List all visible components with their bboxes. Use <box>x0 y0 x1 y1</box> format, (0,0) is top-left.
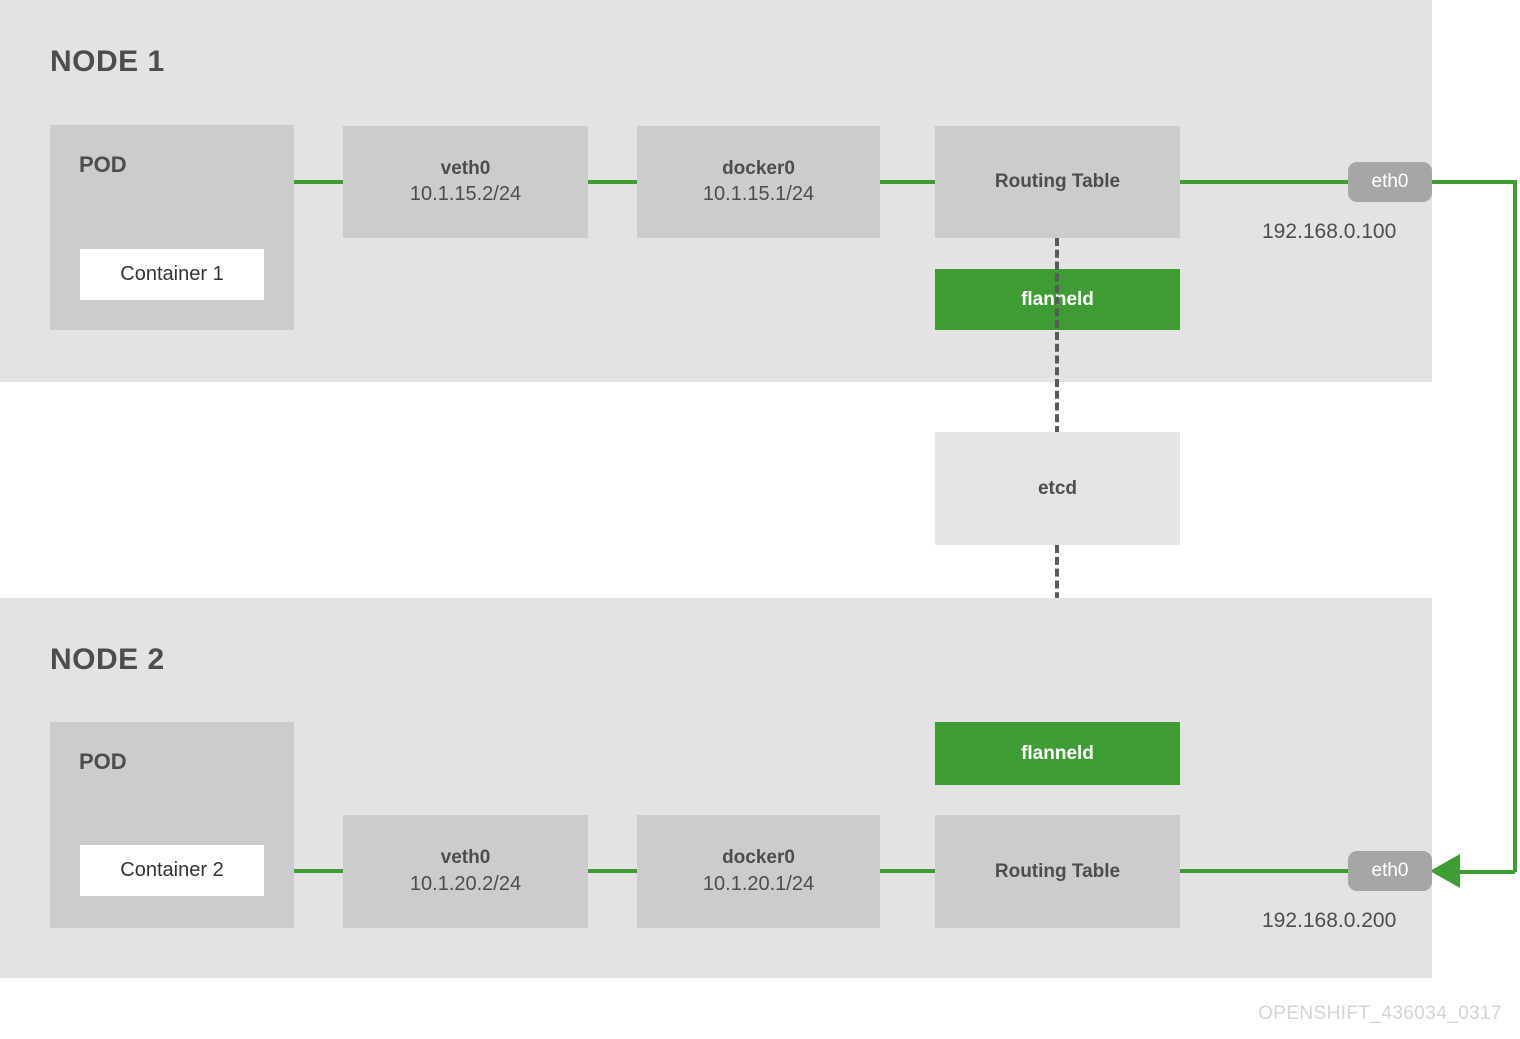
node2-wire-veth-docker <box>588 869 637 873</box>
node2-pod: POD <box>50 722 294 928</box>
node1-wire-docker-routing <box>880 180 935 184</box>
node2-docker0-name: docker0 <box>722 847 795 869</box>
node2-container: Container 2 <box>80 845 264 896</box>
node1-title: NODE 1 <box>50 45 165 78</box>
external-wire-top <box>1432 180 1517 184</box>
traffic-direction-arrow-icon <box>1430 854 1460 888</box>
node2-pod-label: POD <box>79 749 127 774</box>
node2-routing-table-label: Routing Table <box>994 860 1121 882</box>
footer-watermark: OPENSHIFT_436034_0317 <box>1258 1003 1502 1024</box>
node2-flanneld-box: flanneld <box>935 722 1180 785</box>
node2-eth0-address: 192.168.0.200 <box>1262 909 1397 932</box>
node2-wire-pod-veth <box>294 869 343 873</box>
node1-container: Container 1 <box>80 249 264 300</box>
node2-veth0-box: veth0 10.1.20.2/24 <box>343 815 588 928</box>
external-wire-bottom <box>1455 870 1515 874</box>
node1-docker0-address: 10.1.15.1/24 <box>702 183 815 206</box>
dashed-link-node1-etcd <box>1055 238 1059 434</box>
node1-wire-veth-docker <box>588 180 637 184</box>
node2-veth0-name: veth0 <box>440 847 491 869</box>
node2-routing-table-box: Routing Table <box>935 815 1180 928</box>
node1-veth0-address: 10.1.15.2/24 <box>409 183 522 206</box>
node2-title: NODE 2 <box>50 643 165 676</box>
node1-eth0-pill: eth0 <box>1348 162 1432 202</box>
node1-docker0-name: docker0 <box>722 157 795 179</box>
node1-pod-label: POD <box>79 152 127 177</box>
node1-wire-pod-veth <box>294 180 343 184</box>
node1-wire-routing-eth <box>1180 180 1352 184</box>
node1-veth0-box: veth0 10.1.15.2/24 <box>343 126 588 238</box>
node2-wire-docker-routing <box>880 869 935 873</box>
node1-routing-table-box: Routing Table <box>935 126 1180 238</box>
node1-docker0-box: docker0 10.1.15.1/24 <box>637 126 880 238</box>
external-wire-right <box>1513 180 1517 872</box>
etcd-box: etcd <box>935 432 1180 545</box>
node2-eth0-pill: eth0 <box>1348 851 1432 891</box>
node1-eth0-address: 192.168.0.100 <box>1262 220 1397 243</box>
node2-docker0-address: 10.1.20.1/24 <box>702 872 815 895</box>
node2-wire-routing-eth <box>1180 869 1352 873</box>
node1-veth0-name: veth0 <box>440 157 491 179</box>
node2-veth0-address: 10.1.20.2/24 <box>409 872 522 895</box>
node1-routing-table-label: Routing Table <box>994 171 1121 193</box>
node2-docker0-box: docker0 10.1.20.1/24 <box>637 815 880 928</box>
